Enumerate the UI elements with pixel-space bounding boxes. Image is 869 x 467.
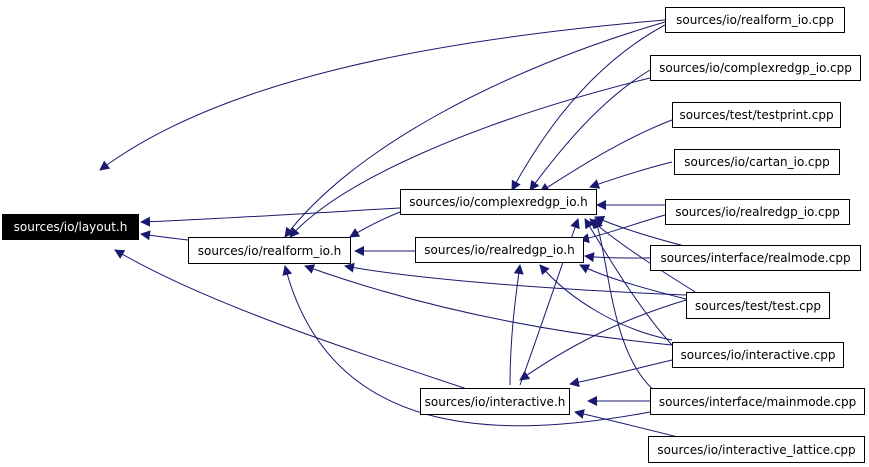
edge-complexredgp-io-cpp-to-complexredgp-io-h (529, 69, 651, 191)
edge-interactive-cpp-to-realredgp-io-h (539, 264, 673, 341)
edge-realform-io-cpp-to-layout-h (99, 19, 666, 171)
edge-interactive-h-to-realredgp-io-h (509, 264, 524, 386)
node-test-cpp[interactable]: sources/test/test.cpp (686, 292, 830, 319)
edge-interactive-cpp-to-interactive-h (569, 359, 673, 388)
edge-interactive-h-to-layout-h (114, 249, 471, 391)
node-interactive-cpp[interactable]: sources/io/interactive.cpp (672, 342, 844, 368)
node-realredgp-io-h[interactable]: sources/io/realredgp_io.h (415, 237, 584, 263)
edge-testprint-cpp-to-complexredgp-io-h (539, 119, 673, 193)
edge-test-cpp-to-realredgp-io-h (579, 264, 691, 301)
node-complexredgp-io-cpp[interactable]: sources/io/complexredgp_io.cpp (650, 55, 861, 81)
node-realform-io-h[interactable]: sources/io/realform_io.h (188, 237, 351, 264)
node-realmode-cpp[interactable]: sources/interface/realmode.cpp (650, 245, 861, 271)
node-realredgp-io-cpp[interactable]: sources/io/realredgp_io.cpp (665, 199, 850, 225)
edge-interactive-cpp-to-realform-io-h (304, 264, 673, 346)
edge-realform-io-cpp-to-realform-io-h (284, 21, 666, 238)
node-testprint-cpp[interactable]: sources/test/testprint.cpp (672, 102, 841, 128)
node-mainmode-cpp[interactable]: sources/interface/mainmode.cpp (650, 388, 865, 415)
edge-realredgp-io-cpp-to-realredgp-io-h (579, 214, 666, 244)
edge-mainmode-cpp-to-complexredgp-io-h (593, 218, 661, 396)
edge-realform-io-cpp-to-complexredgp-io-h (511, 24, 666, 191)
edge-complexredgp-io-h-to-layout-h (140, 207, 401, 227)
edge-complexredgp-io-h-to-realform-io-h (349, 211, 401, 238)
edge-realform-io-h-to-layout-h (140, 230, 189, 241)
node-complexredgp-io-h[interactable]: sources/io/complexredgp_io.h (400, 189, 597, 215)
node-layout-h[interactable]: sources/io/layout.h (2, 214, 139, 240)
edge-realmode-cpp-to-realredgp-io-h (584, 252, 651, 263)
edge-cartan-io-cpp-to-complexredgp-io-h (589, 161, 673, 189)
edge-test-cpp-to-interactive-h (519, 299, 687, 381)
node-cartan-io-cpp[interactable]: sources/io/cartan_io.cpp (674, 149, 840, 175)
node-interactive-h[interactable]: sources/io/interactive.h (420, 388, 570, 415)
node-interactive-lattice-cpp[interactable]: sources/io/interactive_lattice.cpp (648, 436, 865, 463)
edge-complexredgp-io-cpp-to-realform-io-h (289, 77, 651, 238)
edge-test-cpp-to-realform-io-h (344, 262, 687, 296)
edge-interactive-cpp-to-complexredgp-io-h (584, 218, 673, 346)
node-realform-io-cpp[interactable]: sources/io/realform_io.cpp (665, 7, 845, 33)
